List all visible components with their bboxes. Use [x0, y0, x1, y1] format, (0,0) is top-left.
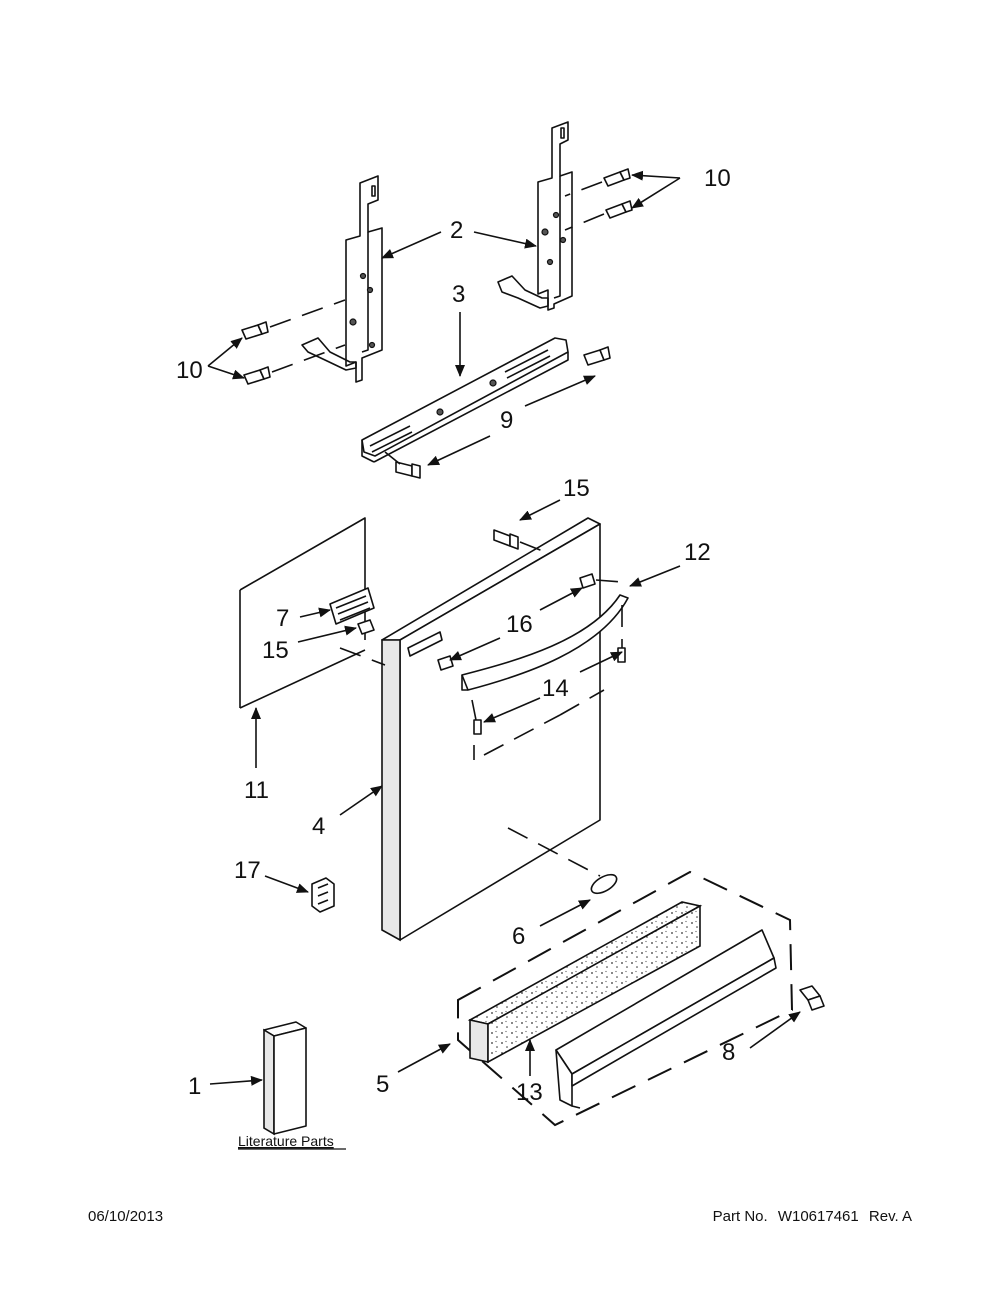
door-handle [461, 594, 629, 691]
part-number-label: Part No. [712, 1208, 768, 1225]
callout-4: 4 [312, 813, 325, 840]
handle-screw-upper [579, 573, 596, 589]
insulation-block [467, 901, 703, 1064]
literature-booklet [263, 1021, 307, 1136]
door-latch [329, 587, 375, 625]
left-hinge-bracket [301, 175, 383, 383]
left-hinge-screw-upper [241, 321, 269, 340]
bracket-screw-left [395, 461, 421, 479]
callout-10-left: 10 [176, 357, 203, 384]
handle-clip-left [473, 719, 482, 735]
door-panel [381, 517, 601, 942]
callout-3: 3 [452, 281, 465, 308]
toe-panel-kit-outline [457, 870, 794, 1127]
right-hinge-screw-lower [605, 200, 633, 219]
callout-11: 11 [244, 777, 269, 804]
leader-lines [207, 170, 801, 1086]
bracket-screw-right [583, 346, 611, 366]
callout-14: 14 [542, 675, 569, 702]
callout-15-top: 15 [563, 475, 590, 502]
callout-10-right: 10 [704, 165, 731, 192]
callout-15-left: 15 [262, 637, 289, 664]
latch-screw [357, 619, 375, 635]
callout-16: 16 [506, 611, 533, 638]
part-number: W10617461 [777, 1208, 859, 1225]
callout-13: 13 [516, 1079, 543, 1106]
handle-clip-right [617, 647, 626, 663]
callout-9: 9 [500, 407, 513, 434]
revision: Rev. A [868, 1208, 912, 1225]
toe-panel-screw [799, 985, 825, 1011]
callout-17: 17 [234, 857, 261, 884]
callout-6: 6 [512, 923, 525, 950]
literature-parts-label: Literature Parts [238, 1133, 334, 1149]
left-hinge-screw-lower [243, 366, 271, 385]
door-vent [590, 873, 618, 895]
callout-2: 2 [450, 217, 463, 244]
right-hinge-bracket [497, 121, 573, 311]
footer-date: 06/10/2013 [88, 1208, 164, 1225]
mounting-bracket [361, 337, 569, 463]
door-bumper [311, 877, 335, 913]
callout-1: 1 [188, 1073, 201, 1100]
footer-part-info: Part No. W10617461 Rev. A [707, 1208, 912, 1225]
door-top-screw [493, 529, 519, 550]
callout-5: 5 [376, 1071, 389, 1098]
callout-12: 12 [684, 539, 711, 566]
toe-panel [555, 929, 777, 1109]
callout-7: 7 [276, 605, 289, 632]
right-hinge-screw-upper [603, 168, 631, 187]
callout-8: 8 [722, 1039, 735, 1066]
